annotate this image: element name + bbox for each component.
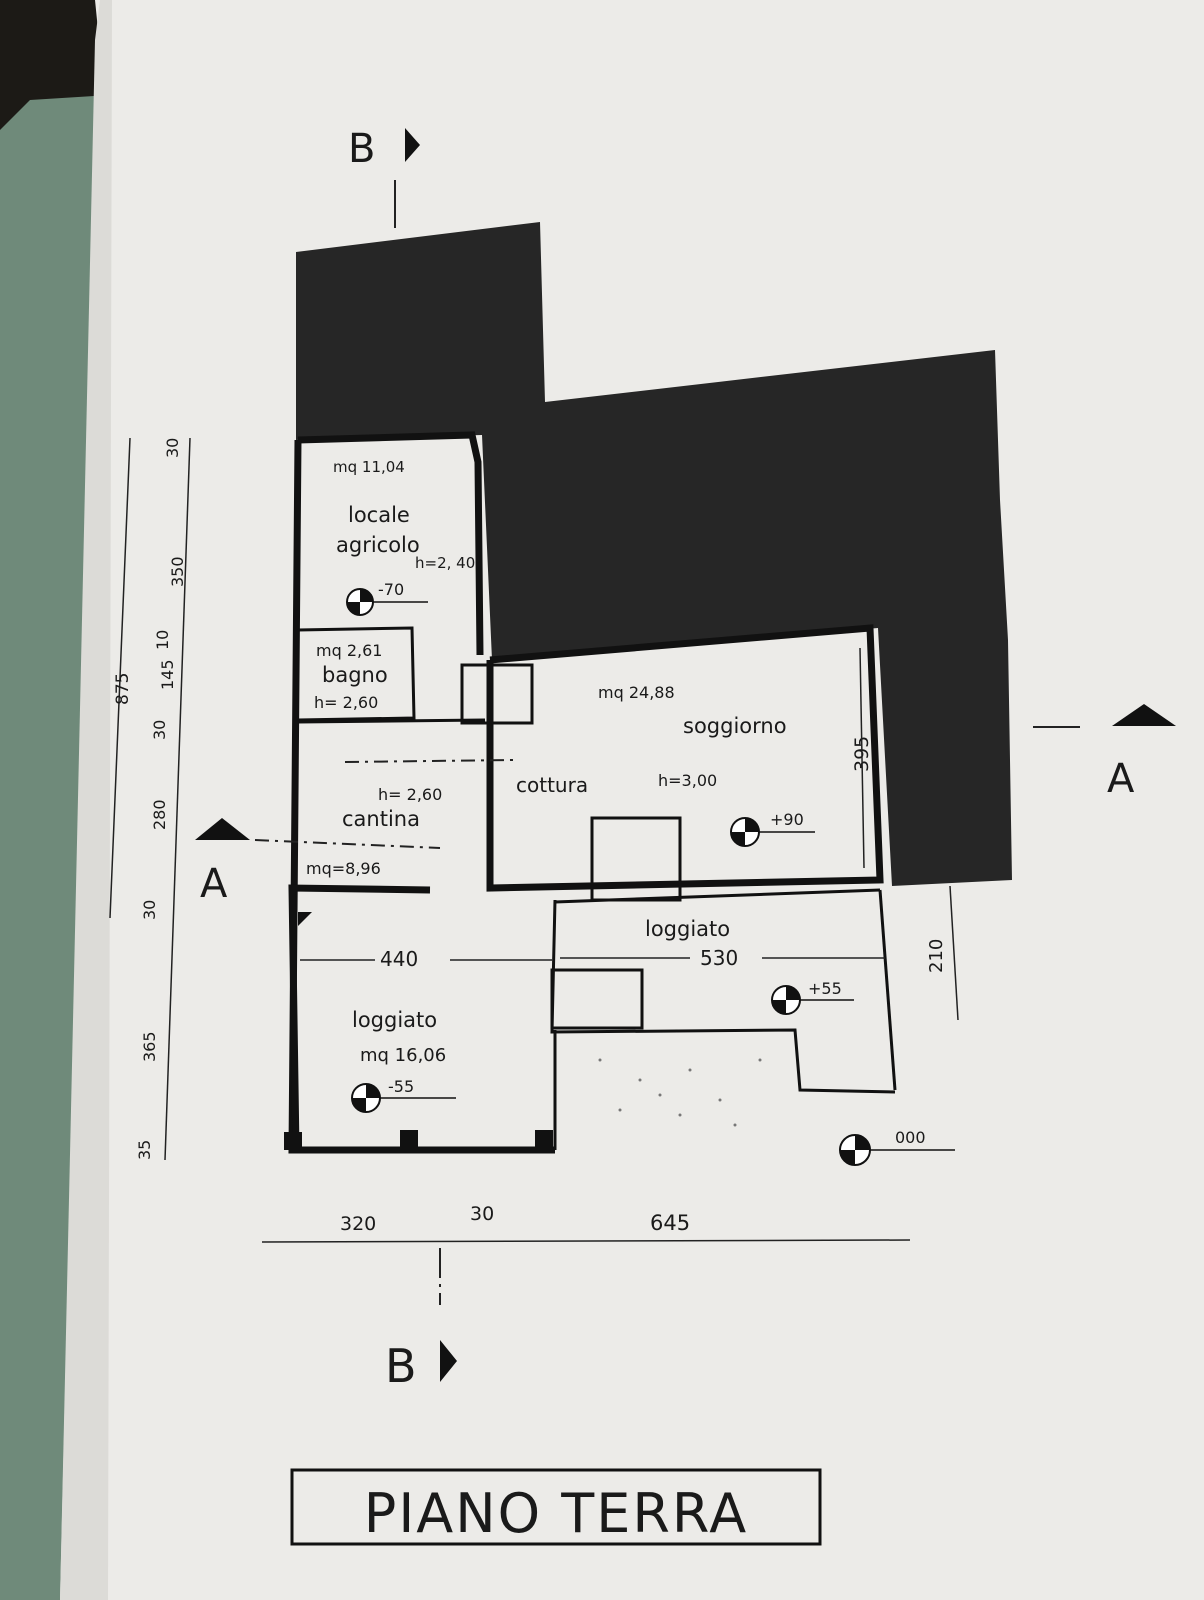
dim-right-1: 210 xyxy=(926,939,947,973)
soggiorno-name: soggiorno xyxy=(683,714,787,738)
section-line-a xyxy=(254,839,441,849)
cottura-name: cottura xyxy=(516,773,588,797)
loggiato-right-dim: 530 xyxy=(700,946,738,970)
cantina-area: mq=8,96 xyxy=(306,859,381,878)
section-arrow-a-left xyxy=(195,818,250,840)
locale-agricolo-level: -70 xyxy=(378,580,404,599)
loggiato-right-name: loggiato xyxy=(645,917,730,941)
section-b-bottom: B xyxy=(385,1339,417,1393)
dim-left-3: 10 xyxy=(153,630,172,650)
inner-walls xyxy=(297,626,897,1150)
cantina-height: h= 2,60 xyxy=(378,785,442,804)
pillar xyxy=(284,1132,302,1150)
right-dimension-line xyxy=(949,885,959,1021)
locale-agricolo-name-2: agricolo xyxy=(336,533,420,557)
dim-left-7: 30 xyxy=(140,900,159,920)
ground-level: 000 xyxy=(895,1128,926,1147)
loggiato-left-level: -55 xyxy=(388,1077,414,1096)
section-arrow-a-right xyxy=(1112,704,1176,726)
locale-agricolo-height: h=2, 40 xyxy=(415,554,475,572)
soggiorno-area: mq 24,88 xyxy=(598,683,675,702)
dim-left-6: 280 xyxy=(150,799,169,830)
dim-left-total: 875 xyxy=(113,673,133,705)
dim-left-2: 350 xyxy=(168,556,187,587)
bagno-height: h= 2,60 xyxy=(314,693,378,712)
corner-mark xyxy=(298,912,312,926)
loggiato-right-level: +55 xyxy=(808,979,842,998)
locale-agricolo-area: mq 11,04 xyxy=(333,458,405,476)
locale-agricolo-name-1: locale xyxy=(348,503,410,527)
left-dimension-chain xyxy=(109,437,191,1161)
section-a-right: A xyxy=(1107,756,1135,802)
paper-sheet xyxy=(60,0,1204,1600)
plan-title: PIANO TERRA xyxy=(364,1482,748,1545)
terrain-fill xyxy=(296,222,1012,886)
dim-left-1: 30 xyxy=(163,438,182,458)
dim-left-8: 365 xyxy=(140,1031,159,1062)
dim-left-5: 30 xyxy=(150,720,169,740)
dim-left-9: 35 xyxy=(135,1140,154,1160)
cantina-name: cantina xyxy=(342,807,420,831)
level-markers xyxy=(346,588,955,1166)
paper-edge xyxy=(60,0,112,1600)
bagno-name: bagno xyxy=(322,663,388,687)
ground-stipple xyxy=(598,1058,762,1127)
section-arrow-b-top xyxy=(405,128,420,162)
pillar xyxy=(535,1130,553,1148)
bottom-dimension-line xyxy=(261,1239,911,1243)
loggiato-left-dim: 440 xyxy=(380,947,418,971)
bagno-area: mq 2,61 xyxy=(316,641,382,660)
section-a-left: A xyxy=(200,861,228,907)
loggiato-left-name: loggiato xyxy=(352,1008,437,1032)
loggiato-left-area: mq 16,06 xyxy=(360,1045,446,1066)
section-b-top: B xyxy=(348,126,375,172)
soggiorno-height: h=3,00 xyxy=(658,771,717,790)
section-arrow-b-bottom xyxy=(440,1340,457,1382)
dim-bottom-3: 645 xyxy=(650,1211,690,1235)
dim-line-395 xyxy=(859,647,865,869)
dim-left-4: 145 xyxy=(158,659,177,690)
pillar xyxy=(400,1130,418,1148)
dim-bottom-1: 320 xyxy=(340,1213,376,1235)
soggiorno-level: +90 xyxy=(770,810,804,829)
dim-bottom-2: 30 xyxy=(470,1203,494,1225)
title-box xyxy=(290,1468,822,1546)
